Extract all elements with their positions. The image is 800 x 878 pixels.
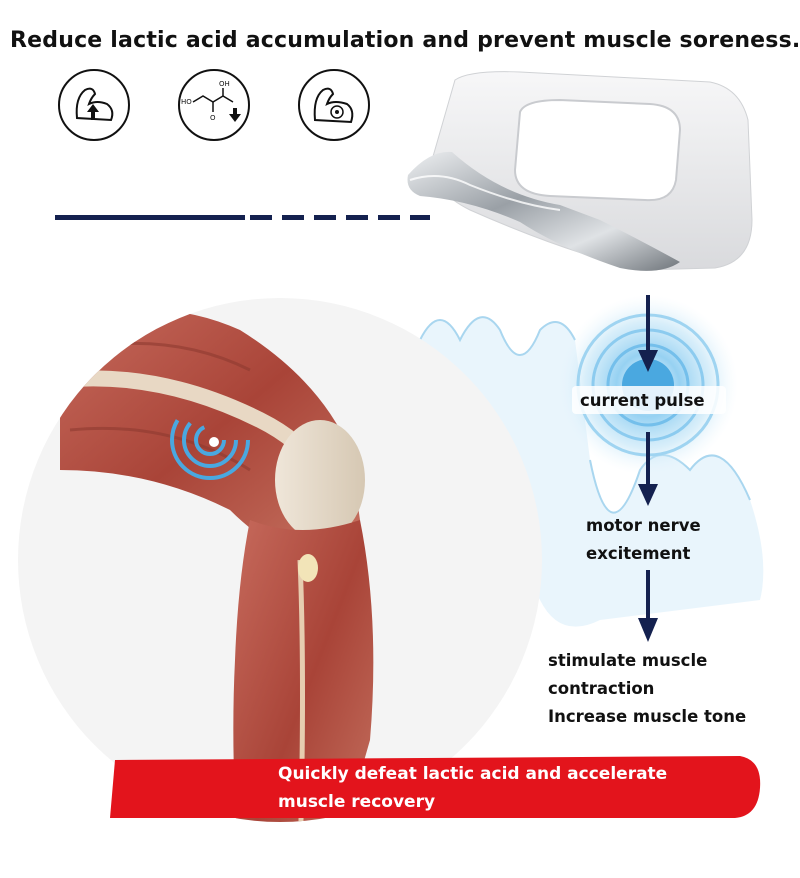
atom-label-o: O (210, 114, 216, 122)
flow-step-stimulate-line1: stimulate muscle (548, 651, 708, 670)
atom-label-oh: OH (219, 80, 230, 88)
banner-text: Quickly defeat lactic acid and accelerat… (278, 760, 748, 816)
banner-line2: muscle recovery (278, 792, 436, 812)
flow-step-current-pulse: current pulse (580, 391, 705, 410)
scraper-device-image (407, 71, 753, 271)
red-banner (110, 756, 761, 818)
flexed-arm-up-icon (58, 69, 130, 141)
current-pulse-graphic (558, 295, 738, 475)
flexed-arm-target-icon (298, 69, 370, 141)
flow-step-stimulate-line3: Increase muscle tone (548, 707, 747, 726)
flow-step-stimulate-line2: contraction (548, 679, 655, 698)
banner-line1: Quickly defeat lactic acid and accelerat… (278, 764, 668, 784)
flow-step-stimulate-muscle: stimulate muscle contraction Increase mu… (548, 647, 746, 731)
flow-step-motor-nerve-line2: excitement (586, 544, 691, 563)
flow-arrows (638, 295, 658, 642)
flow-step-motor-nerve: motor nerve excitement (586, 512, 701, 568)
flow-step-motor-nerve-line1: motor nerve (586, 516, 701, 535)
dashed-divider-line (55, 215, 430, 220)
lactic-acid-molecule-down-icon: HO OH O (178, 69, 250, 141)
atom-label-ho: HO (181, 98, 192, 106)
page-headline: Reduce lactic acid accumulation and prev… (10, 28, 800, 53)
